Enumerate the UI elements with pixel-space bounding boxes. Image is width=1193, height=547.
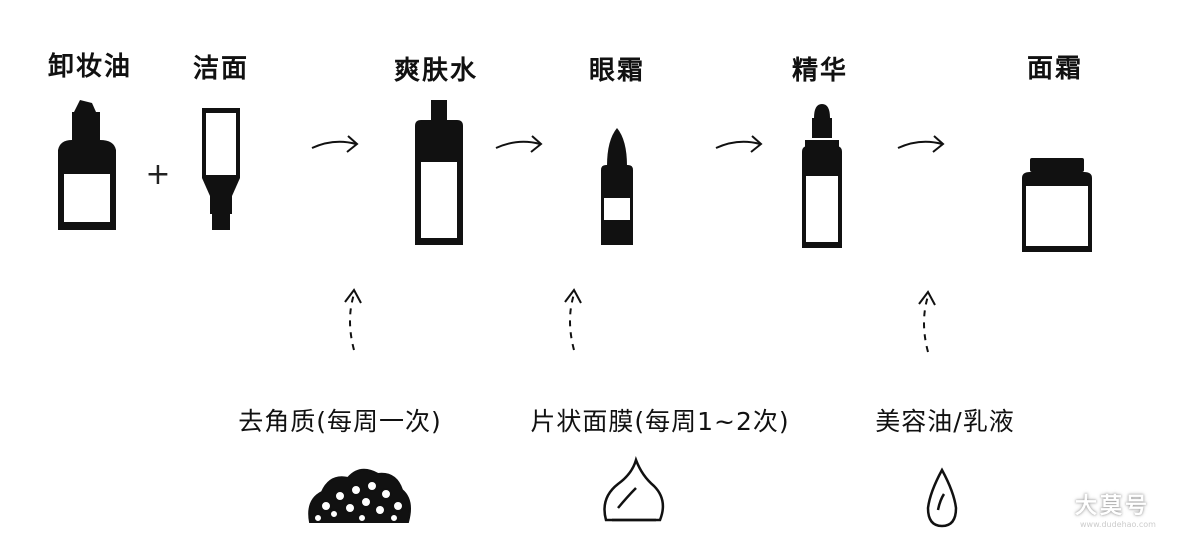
exfoliation-scrub-icon (308, 468, 411, 523)
step-label-serum: 精华 (791, 56, 849, 86)
step-label-face-cream: 面霜 (1026, 54, 1084, 84)
plus-sign: + (145, 157, 170, 192)
extra-label-beauty-oil: 美容油/乳液 (875, 407, 1015, 436)
arrow-right-3 (715, 140, 761, 149)
dashed-up-arrow-2 (564, 288, 582, 351)
face-cream-jar-icon (1022, 158, 1092, 252)
step-label-toner: 爽肤水 (393, 56, 479, 86)
watermark-url: www.dudehao.com (1080, 520, 1156, 529)
dashed-up-arrow-1 (344, 288, 362, 351)
arrow-right-4 (897, 140, 943, 149)
extra-label-exfoliation: 去角质(每周一次) (238, 407, 442, 436)
watermark-logo: 大莫号 (1075, 493, 1151, 519)
oil-drop-icon (926, 467, 958, 528)
dashed-up-arrow-3 (918, 290, 936, 353)
sheet-mask-icon (603, 456, 665, 522)
step-label-makeup-remover: 卸妆油 (47, 52, 133, 82)
toner-bottle-icon (415, 100, 463, 245)
cleanser-tube-icon (202, 108, 240, 230)
extra-label-sheet-mask: 片状面膜(每周1~2次) (530, 407, 790, 436)
arrow-right-1 (311, 140, 357, 149)
eye-cream-bottle-icon (601, 128, 633, 245)
step-label-eye-cream: 眼霜 (588, 56, 646, 86)
serum-dropper-bottle-icon (802, 104, 842, 248)
step-label-cleanser: 洁面 (192, 54, 250, 84)
cleansing-oil-bottle-icon (58, 100, 116, 230)
arrow-right-2 (495, 140, 541, 149)
